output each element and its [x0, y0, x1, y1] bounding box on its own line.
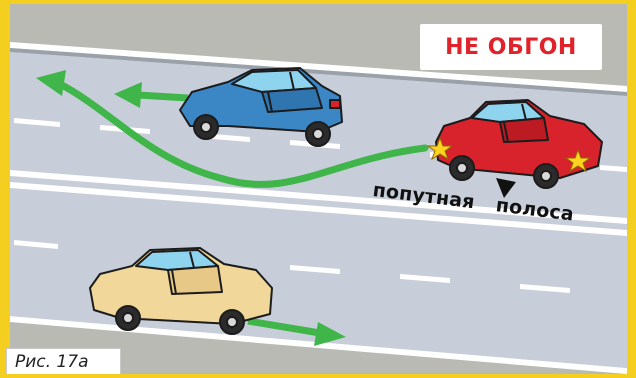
title-badge: НЕ ОБГОН [420, 24, 602, 70]
figure-caption: Рис. 17а [6, 348, 121, 374]
blue-arrow-path [138, 95, 188, 98]
